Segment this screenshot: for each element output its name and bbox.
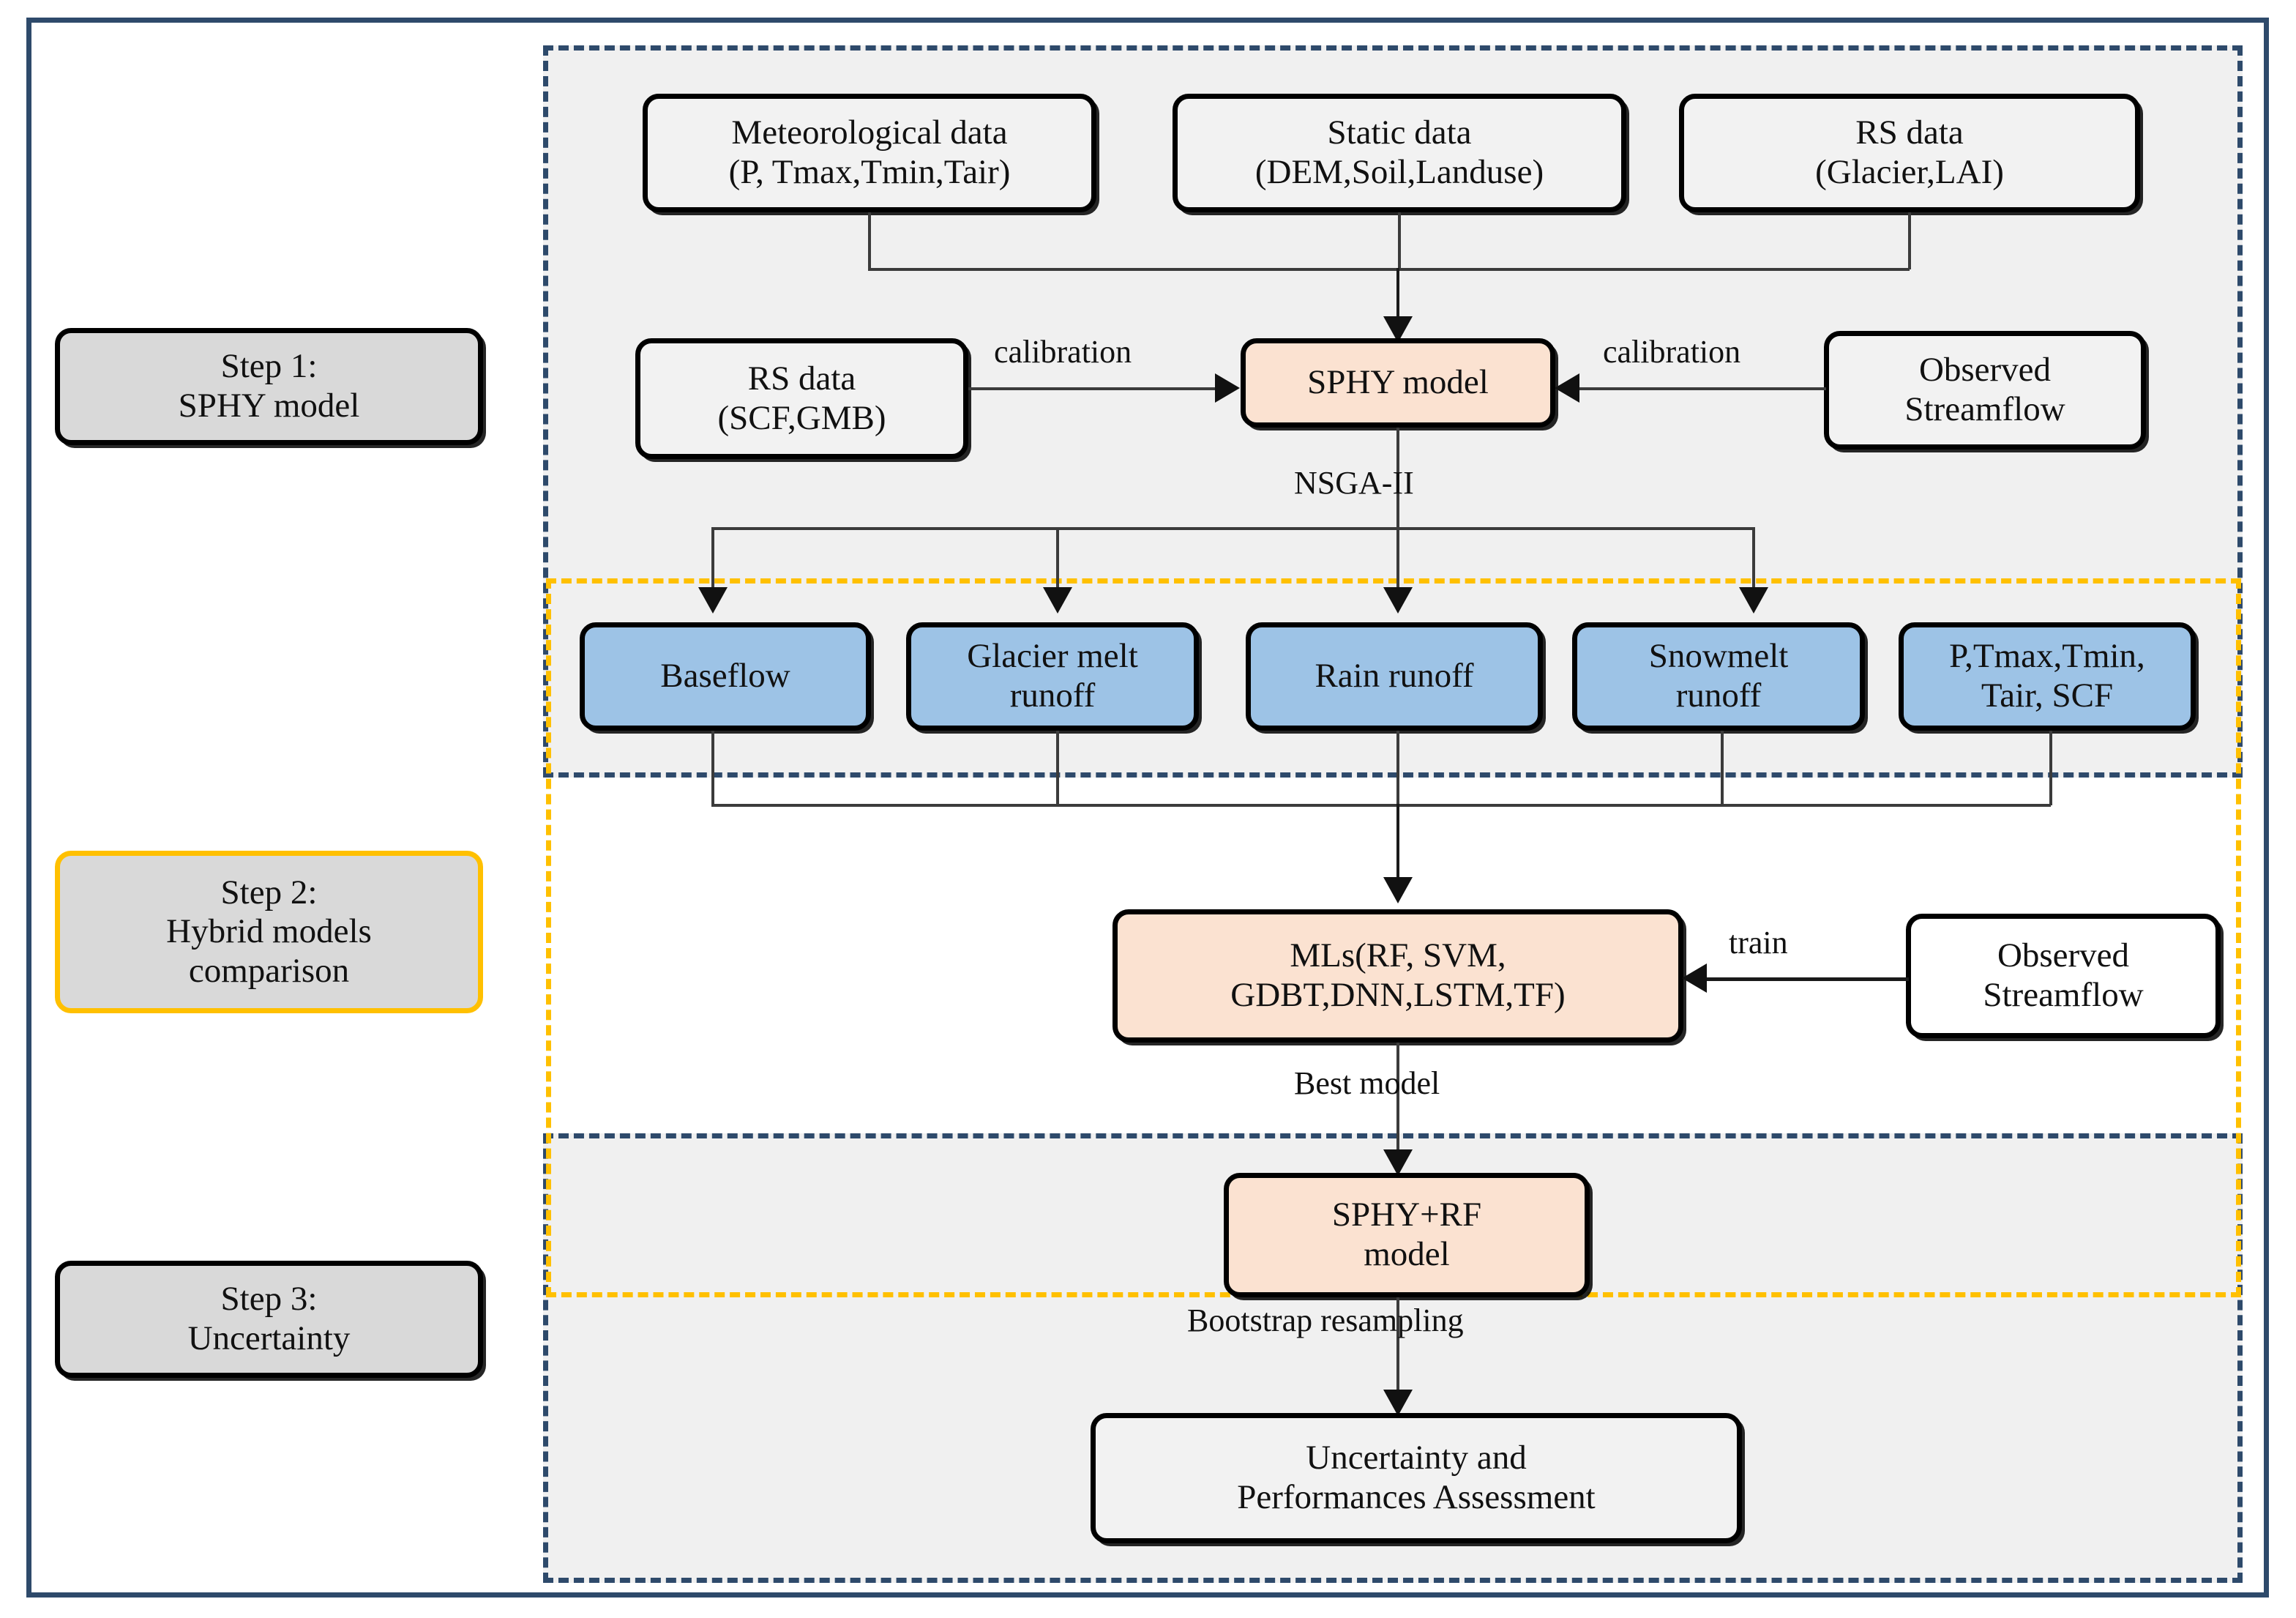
connector-meteo-stub	[868, 212, 871, 269]
connector-snowmelt-stub	[1721, 731, 1724, 805]
snowmelt-runoff-text: Snowmelt runoff	[1648, 637, 1789, 715]
connector-glacier-stub	[1056, 731, 1059, 805]
connector-branch-snowmelt	[1752, 527, 1755, 594]
observed-streamflow-1-text: Observed Streamflow	[1904, 351, 2065, 428]
step-label-step3: Step 3: Uncertainty	[55, 1261, 483, 1378]
node-rs-data-glacier-lai: RS data (Glacier,LAI)	[1679, 94, 2140, 212]
arrowhead-glacier	[1043, 587, 1072, 614]
connector-to-mls	[1396, 804, 1399, 890]
glacier-melt-runoff-text: Glacier melt runoff	[967, 637, 1138, 715]
node-meteorological-data: Meteorological data (P, Tmax,Tmin,Tair)	[643, 94, 1096, 212]
rs-data-scf-gmb-text: RS data (SCF,GMB)	[717, 359, 886, 437]
connector-nsga-fanout-bus	[711, 527, 1754, 530]
connector-branch-baseflow	[711, 527, 714, 594]
forcings-text: P,Tmax,Tmin, Tair, SCF	[1949, 637, 2145, 715]
baseflow-text: Baseflow	[660, 657, 790, 696]
connector-train	[1705, 977, 1909, 981]
sphy-model-text: SPHY model	[1307, 363, 1489, 402]
connector-rsdata-stub	[1908, 212, 1911, 269]
step2-text: Step 2: Hybrid models comparison	[166, 873, 372, 990]
step3-text: Step 3: Uncertainty	[187, 1280, 351, 1357]
node-mls: MLs(RF, SVM, GDBT,DNN,LSTM,TF)	[1113, 909, 1683, 1043]
arrowhead-to-mls	[1383, 877, 1413, 903]
node-rs-data-scf-gmb: RS data (SCF,GMB)	[635, 338, 968, 459]
observed-streamflow-2-text: Observed Streamflow	[1983, 936, 2144, 1014]
connector-best-model	[1396, 1043, 1399, 1166]
connector-runoff-merge-bus	[711, 804, 2051, 807]
node-sphy-model: SPHY model	[1241, 338, 1555, 428]
rain-runoff-text: Rain runoff	[1315, 657, 1474, 696]
connector-to-sphy	[1396, 268, 1399, 327]
node-sphy-rf-model: SPHY+RF model	[1224, 1173, 1590, 1297]
edge-label-nsga-ii: NSGA-II	[1294, 465, 1414, 501]
edge-label-train: train	[1729, 925, 1788, 961]
node-forcings: P,Tmax,Tmin, Tair, SCF	[1899, 622, 2196, 731]
node-glacier-melt-runoff: Glacier melt runoff	[906, 622, 1199, 731]
meteorological-data-text: Meteorological data (P, Tmax,Tmin,Tair)	[728, 113, 1011, 191]
connector-top-merge-bus	[868, 268, 1910, 271]
node-snowmelt-runoff: Snowmelt runoff	[1572, 622, 1865, 731]
step-label-step1: Step 1: SPHY model	[55, 328, 483, 445]
connector-calibration-right	[1577, 387, 1826, 390]
rs-data-glacier-lai-text: RS data (Glacier,LAI)	[1815, 113, 2004, 191]
connector-sphy-down	[1396, 428, 1399, 529]
node-observed-streamflow-calibration: Observed Streamflow	[1824, 331, 2146, 450]
node-rain-runoff: Rain runoff	[1246, 622, 1543, 731]
edge-label-calibration-left: calibration	[994, 334, 1132, 370]
node-static-data: Static data (DEM,Soil,Landuse)	[1173, 94, 1626, 212]
mls-text: MLs(RF, SVM, GDBT,DNN,LSTM,TF)	[1230, 936, 1566, 1014]
edge-label-bootstrap: Bootstrap resampling	[1187, 1302, 1464, 1338]
connector-calibration-left	[968, 387, 1217, 390]
node-baseflow: Baseflow	[580, 622, 871, 731]
static-data-text: Static data (DEM,Soil,Landuse)	[1254, 113, 1544, 191]
connector-rain-stub	[1396, 731, 1399, 805]
node-observed-streamflow-train: Observed Streamflow	[1906, 914, 2221, 1038]
arrowhead-rain	[1383, 587, 1413, 614]
connector-branch-rain	[1396, 527, 1399, 594]
step1-text: Step 1: SPHY model	[178, 347, 360, 425]
arrowhead-calibration-right	[1555, 373, 1579, 403]
arrowhead-baseflow	[698, 587, 728, 614]
edge-label-best-model: Best model	[1294, 1065, 1440, 1101]
edge-label-calibration-right: calibration	[1603, 334, 1741, 370]
connector-static-stub	[1398, 212, 1401, 269]
connector-baseflow-stub	[711, 731, 714, 805]
uncertainty-assessment-text: Uncertainty and Performances Assessment	[1237, 1439, 1596, 1516]
arrowhead-calibration-left	[1215, 373, 1240, 403]
sphy-rf-model-text: SPHY+RF model	[1331, 1196, 1482, 1273]
connector-bootstrap	[1396, 1297, 1399, 1406]
node-uncertainty-assessment: Uncertainty and Performances Assessment	[1091, 1413, 1742, 1543]
step-label-step2: Step 2: Hybrid models comparison	[55, 851, 483, 1013]
arrowhead-bootstrap	[1383, 1390, 1413, 1416]
arrowhead-best-model	[1383, 1149, 1413, 1176]
connector-forcings-stub	[2049, 731, 2052, 805]
arrowhead-snowmelt	[1739, 587, 1768, 614]
arrowhead-train	[1682, 963, 1707, 993]
connector-branch-glacier	[1056, 527, 1059, 594]
